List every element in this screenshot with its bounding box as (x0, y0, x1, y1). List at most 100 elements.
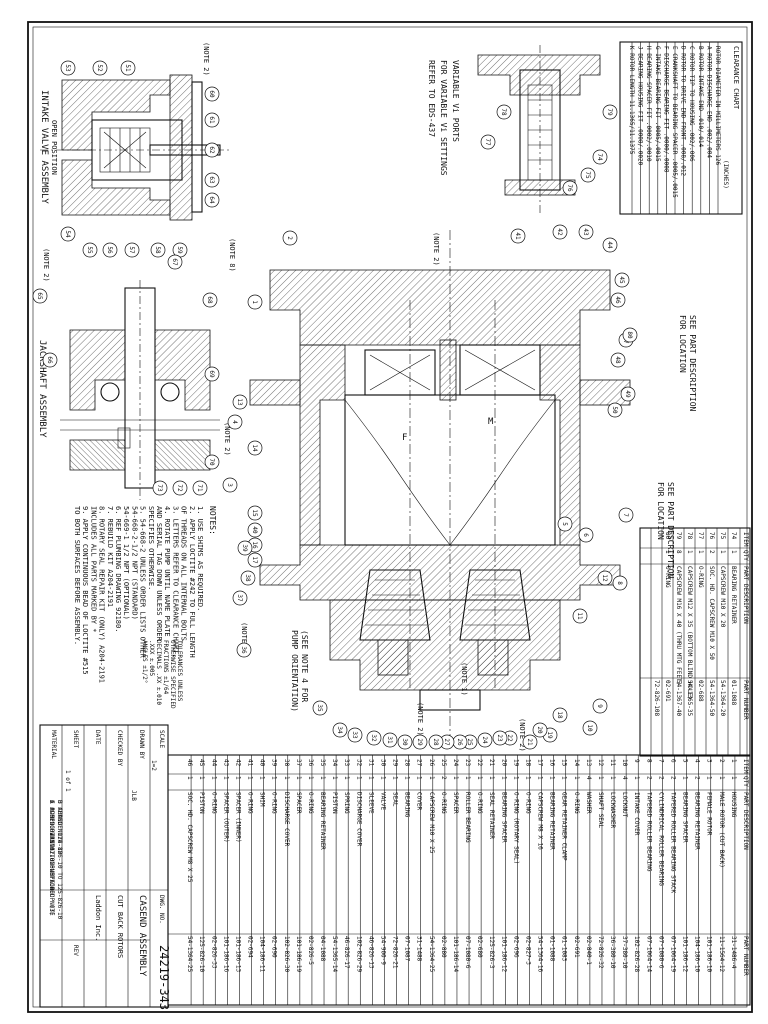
svg-text:35: 35 (316, 704, 323, 712)
svg-text:7: 7 (622, 513, 629, 517)
svg-text:(NOTE 2): (NOTE 2) (202, 42, 210, 76)
lower-table-cell: 9 (633, 759, 640, 763)
lower-table-cell: BEARING SPACER (500, 792, 507, 843)
part-balloon: 11 (572, 608, 588, 624)
svg-text:18: 18 (556, 711, 563, 719)
lower-table-cell: 1 (331, 776, 338, 780)
see-part-label-2a: SEE PART DESCRIPTION (666, 482, 675, 579)
clearance-chart-title: CLEARANCE CHART (732, 46, 740, 110)
svg-text:10: 10 (586, 724, 593, 732)
intake-valve-assembly: INTAKE VALVE ASSEMBLY OPEN POSITION (39, 74, 230, 221)
part-balloon: 14 (247, 440, 263, 456)
variable-vi-detail: VARIABLE Vi PORTS FOR VARIABLE Vi SETTIN… (427, 45, 601, 215)
lower-table-cell: 15 (561, 759, 568, 767)
lower-table-cell: 1 (682, 776, 689, 780)
drawing-number-label: DWG. NO. (158, 895, 165, 924)
notes-title: NOTES: (208, 506, 217, 535)
lower-table-cell: 45 (198, 759, 205, 767)
note-line: 1. USE SHIMS AS REQUIRED. (196, 506, 204, 611)
lower-table-cell: 20 (500, 759, 507, 767)
lower-table-cell: CAPSCREW M10 X 25 (428, 792, 435, 854)
note-line: 6. REF PLUMBING DRAWING 92180. (114, 506, 122, 632)
svg-text:62: 62 (208, 146, 215, 154)
lower-table-cell: 17 (537, 759, 544, 767)
svg-text:52: 52 (96, 64, 103, 72)
upper-table-header: ITEM (742, 532, 749, 547)
svg-text:32: 32 (370, 734, 377, 742)
part-balloon: 74 (592, 149, 608, 165)
note-line: 54-669-1 1/2 NPT (OPTIONAL) (122, 506, 130, 620)
svg-text:9: 9 (596, 704, 603, 708)
jackshaft-label: JACKSHAFT ASSEMBLY (37, 340, 47, 438)
note-line: 5. 54-668-2 UNLESS ORDER LISTS OTHER (139, 506, 147, 659)
lower-table-cell: 6 (669, 759, 676, 763)
lower-table-cell: 5 (682, 759, 689, 763)
lower-table-cell: O-RING (524, 792, 531, 814)
lower-table-cell: 1 (186, 776, 193, 780)
lower-table-cell: O-RING (210, 792, 217, 814)
lower-table-cell: 1 (392, 776, 399, 780)
drawing-number: 24219-343 (157, 945, 171, 1010)
clearance-chart-row: K ROTOR LENGTH 11.1365/11.1375 (628, 46, 635, 155)
tolerance-line: .XXX ±.005 (148, 640, 155, 677)
note-line: INCLUDES ALL PARTS MARKED BY * (89, 506, 97, 632)
part-balloon: 72 (172, 480, 188, 496)
lower-table-cell: 1 (464, 776, 471, 780)
part-balloon: 64 (204, 192, 220, 208)
svg-text:45: 45 (618, 276, 625, 284)
lower-table-cell: DISCHARGE COVER (355, 792, 362, 847)
part-balloon: 34 (332, 722, 348, 738)
svg-text:4: 4 (231, 420, 238, 424)
lower-table-cell: 1 (597, 776, 604, 780)
lower-table-cell: 37 (295, 759, 302, 767)
note-line: 8. ROTARY SEAL REPAIR KIT (ONLY) A204-21… (98, 506, 106, 683)
lower-table-cell: 39 (271, 759, 278, 767)
upper-table-cell: 2 (708, 550, 715, 554)
lower-table-cell: 125-826-10 (198, 936, 205, 973)
part-balloon: 28 (428, 734, 444, 750)
part-balloon: 76 (562, 180, 578, 196)
svg-text:49: 49 (624, 390, 631, 398)
rev-label: REV (72, 945, 79, 956)
svg-text:F: F (402, 433, 407, 443)
part-balloon: 20 (532, 722, 548, 738)
lower-table-cell: 7 (657, 759, 664, 763)
part-balloon: 17 (247, 552, 263, 568)
lower-table-cell: 35 (319, 759, 326, 767)
lower-table-cell: 41 (247, 759, 254, 767)
lower-table-cell: BEARING SPACER (682, 792, 689, 843)
lower-table-cell: 25 (440, 759, 447, 767)
upper-table-cell: O-RING (664, 566, 671, 588)
lower-table-cell: O-RING (307, 792, 314, 814)
lower-table-cell: HOUSING (730, 792, 737, 818)
svg-text:2: 2 (286, 236, 293, 240)
lower-table-cell: 36-380-10 (609, 936, 616, 969)
lower-table-cell: 02-840-1 (585, 936, 592, 965)
part-balloon: 67 (167, 254, 183, 270)
upper-table-cell: 76 (708, 532, 715, 540)
part-balloon: 53 (60, 60, 76, 76)
lower-table-cell: WASHER (585, 792, 592, 814)
lower-table-cell: 101-186-19 (295, 936, 302, 973)
lower-table-cell: 1 (488, 776, 495, 780)
svg-text:16: 16 (251, 541, 258, 549)
upper-table-header: PART NUMBER (742, 680, 749, 720)
part-balloon: 27 (439, 734, 455, 750)
lower-table-cell: 1 (476, 776, 483, 780)
svg-text:42: 42 (556, 228, 563, 236)
lower-table-cell: 07-1087 (404, 936, 411, 962)
lower-table-cell: 54-1365-14 (331, 936, 338, 973)
part-balloon: 12 (597, 570, 613, 586)
lower-table-cell: 1 (307, 776, 314, 780)
upper-table-cell: 79 (675, 532, 682, 540)
part-balloon: 37 (232, 590, 248, 606)
lower-table-cell: 27 (416, 759, 423, 767)
lower-table-cell: BEARING RETAINER (319, 792, 326, 850)
part-balloon: 24 (477, 732, 493, 748)
svg-text:17: 17 (251, 556, 258, 564)
lower-table-cell: 101-186-12 (500, 936, 507, 973)
svg-text:8: 8 (616, 581, 623, 585)
part-balloon: 6 (578, 527, 594, 543)
